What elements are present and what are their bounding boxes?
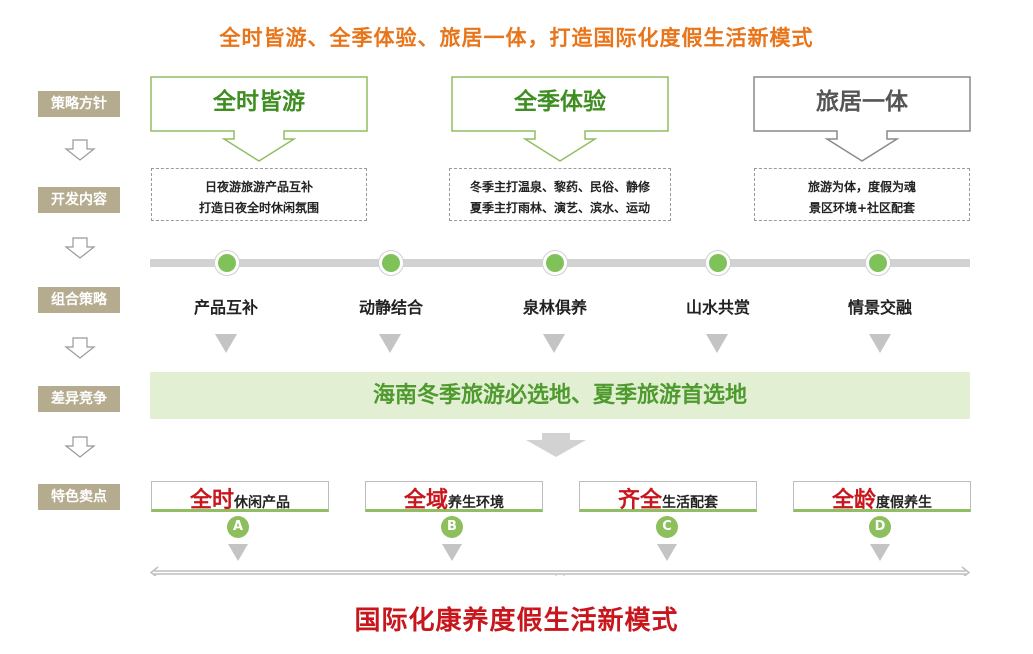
development-box-1: 日夜游旅游产品互补 打造日夜全时休闲氛围: [151, 168, 367, 221]
triangle-arrow-icon: [442, 544, 462, 561]
triangle-arrow-icon: [543, 334, 565, 353]
badge-b: B: [441, 516, 463, 538]
triangle-arrow-icon: [215, 334, 237, 353]
row-label-development: 开发内容: [38, 187, 120, 213]
down-arrow-icon: [64, 337, 96, 359]
strategy-label: 情景交融: [847, 298, 912, 317]
conclusion-title: 国际化康养度假生活新模式: [354, 606, 679, 636]
feature-all-region: 全域养生环境: [365, 481, 543, 513]
strategy-label: 产品互补: [193, 298, 258, 317]
pillar-travel-living: 旅居一体: [753, 76, 971, 162]
triangle-arrow-icon: [870, 544, 890, 561]
feature-all-age: 全龄度假养生: [793, 481, 971, 513]
row-label-differentiation: 差异竞争: [38, 386, 120, 412]
row-label-selling-points: 特色卖点: [38, 484, 120, 510]
pillar-title: 全季体验: [514, 89, 606, 115]
badge-a: A: [227, 516, 249, 538]
development-line: 旅游为体，度假为魂: [807, 180, 916, 194]
development-box-2: 冬季主打温泉、黎药、民俗、静修 夏季主打雨林、演艺、滨水、运动: [449, 168, 671, 221]
wide-down-arrow-icon: [526, 433, 586, 457]
double-arrow-line-icon: [150, 566, 970, 576]
timeline-node: [215, 251, 239, 275]
feature-text: 养生环境: [448, 495, 504, 511]
feature-highlight: 全域: [403, 488, 448, 513]
triangle-arrow-icon: [657, 544, 677, 561]
feature-highlight: 全龄: [831, 488, 876, 513]
feature-highlight: 全时: [189, 488, 234, 513]
triangle-arrow-icon: [706, 334, 728, 353]
feature-all-time: 全时休闲产品: [151, 481, 329, 513]
timeline-node: [866, 251, 890, 275]
pillar-all-time: 全时皆游: [150, 76, 368, 162]
timeline-node: [379, 251, 403, 275]
development-line: 夏季主打雨林、演艺、滨水、运动: [469, 201, 650, 215]
strategy-label: 动静结合: [358, 298, 423, 317]
down-arrow-icon: [64, 139, 96, 161]
development-line: 打造日夜全时休闲氛围: [198, 201, 319, 215]
timeline-node: [706, 251, 730, 275]
strategy-label: 泉林俱养: [522, 298, 587, 317]
triangle-arrow-icon: [379, 334, 401, 353]
feature-text: 生活配套: [662, 495, 718, 511]
pillar-all-season: 全季体验: [451, 76, 669, 162]
badge-d: D: [869, 516, 891, 538]
triangle-arrow-icon: [228, 544, 248, 561]
development-box-3: 旅游为体，度假为魂 景区环境+社区配套: [754, 168, 970, 221]
feature-highlight: 齐全: [617, 488, 662, 513]
row-label-strategy: 策略方针: [38, 91, 120, 117]
differentiation-band: 海南冬季旅游必选地、夏季旅游首选地: [150, 372, 970, 419]
development-line: 景区环境+社区配套: [808, 201, 916, 215]
pillar-title: 全时皆游: [213, 89, 305, 115]
down-arrow-icon: [64, 237, 96, 259]
strategy-label: 山水共赏: [685, 298, 750, 317]
feature-text: 休闲产品: [234, 495, 290, 511]
triangle-arrow-icon: [869, 334, 891, 353]
pillar-title: 旅居一体: [816, 89, 908, 115]
feature-complete: 齐全生活配套: [579, 481, 757, 513]
row-label-combination: 组合策略: [38, 287, 120, 313]
development-line: 日夜游旅游产品互补: [204, 180, 313, 194]
development-line: 冬季主打温泉、黎药、民俗、静修: [469, 180, 650, 194]
feature-text: 度假养生: [876, 495, 932, 511]
timeline-node: [543, 251, 567, 275]
badge-c: C: [656, 516, 678, 538]
down-arrow-icon: [64, 436, 96, 458]
page-title: 全时皆游、全季体验、旅居一体，打造国际化度假生活新模式: [219, 26, 814, 50]
